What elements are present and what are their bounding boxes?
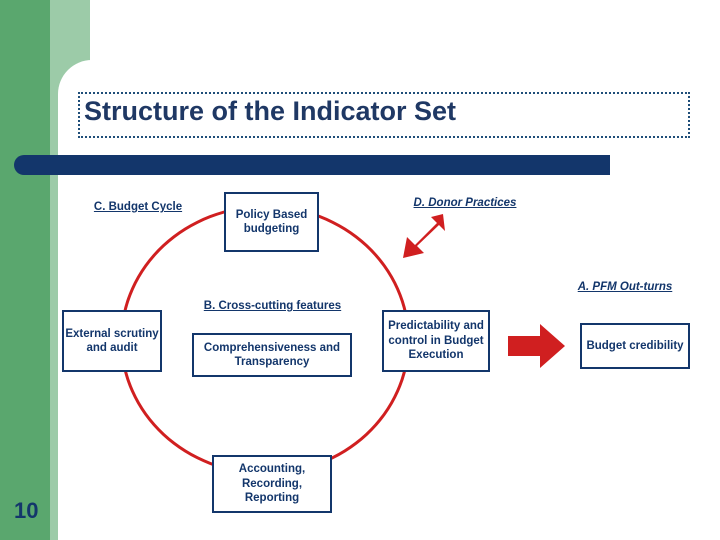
box-predictability[interactable]: Predictability and control in Budget Exe… [382,310,490,372]
page-number: 10 [14,498,39,523]
left-green-band [0,0,50,540]
box-budget-credibility[interactable]: Budget credibility [580,323,690,369]
box-external-scrutiny[interactable]: External scrutiny and audit [62,310,162,372]
box-comprehensiveness[interactable]: Comprehensiveness and Transparency [192,333,352,377]
title-rule-right [30,155,610,175]
page-title: Structure of the Indicator Set [84,96,457,126]
label-budget-cycle: C. Budget Cycle [93,201,183,213]
label-cross-cutting: B. Cross-cutting features [203,300,342,312]
arrow-down-left-icon [403,214,445,258]
label-pfm-out-turns: A. PFM Out-turns [577,281,673,293]
arrow-right-icon [508,324,565,368]
label-donor-practices: D. Donor Practices [413,197,517,209]
title-border [78,92,690,138]
box-policy-based-budgeting[interactable]: Policy Based budgeting [224,192,319,252]
box-accounting[interactable]: Accounting, Recording, Reporting [212,455,332,513]
